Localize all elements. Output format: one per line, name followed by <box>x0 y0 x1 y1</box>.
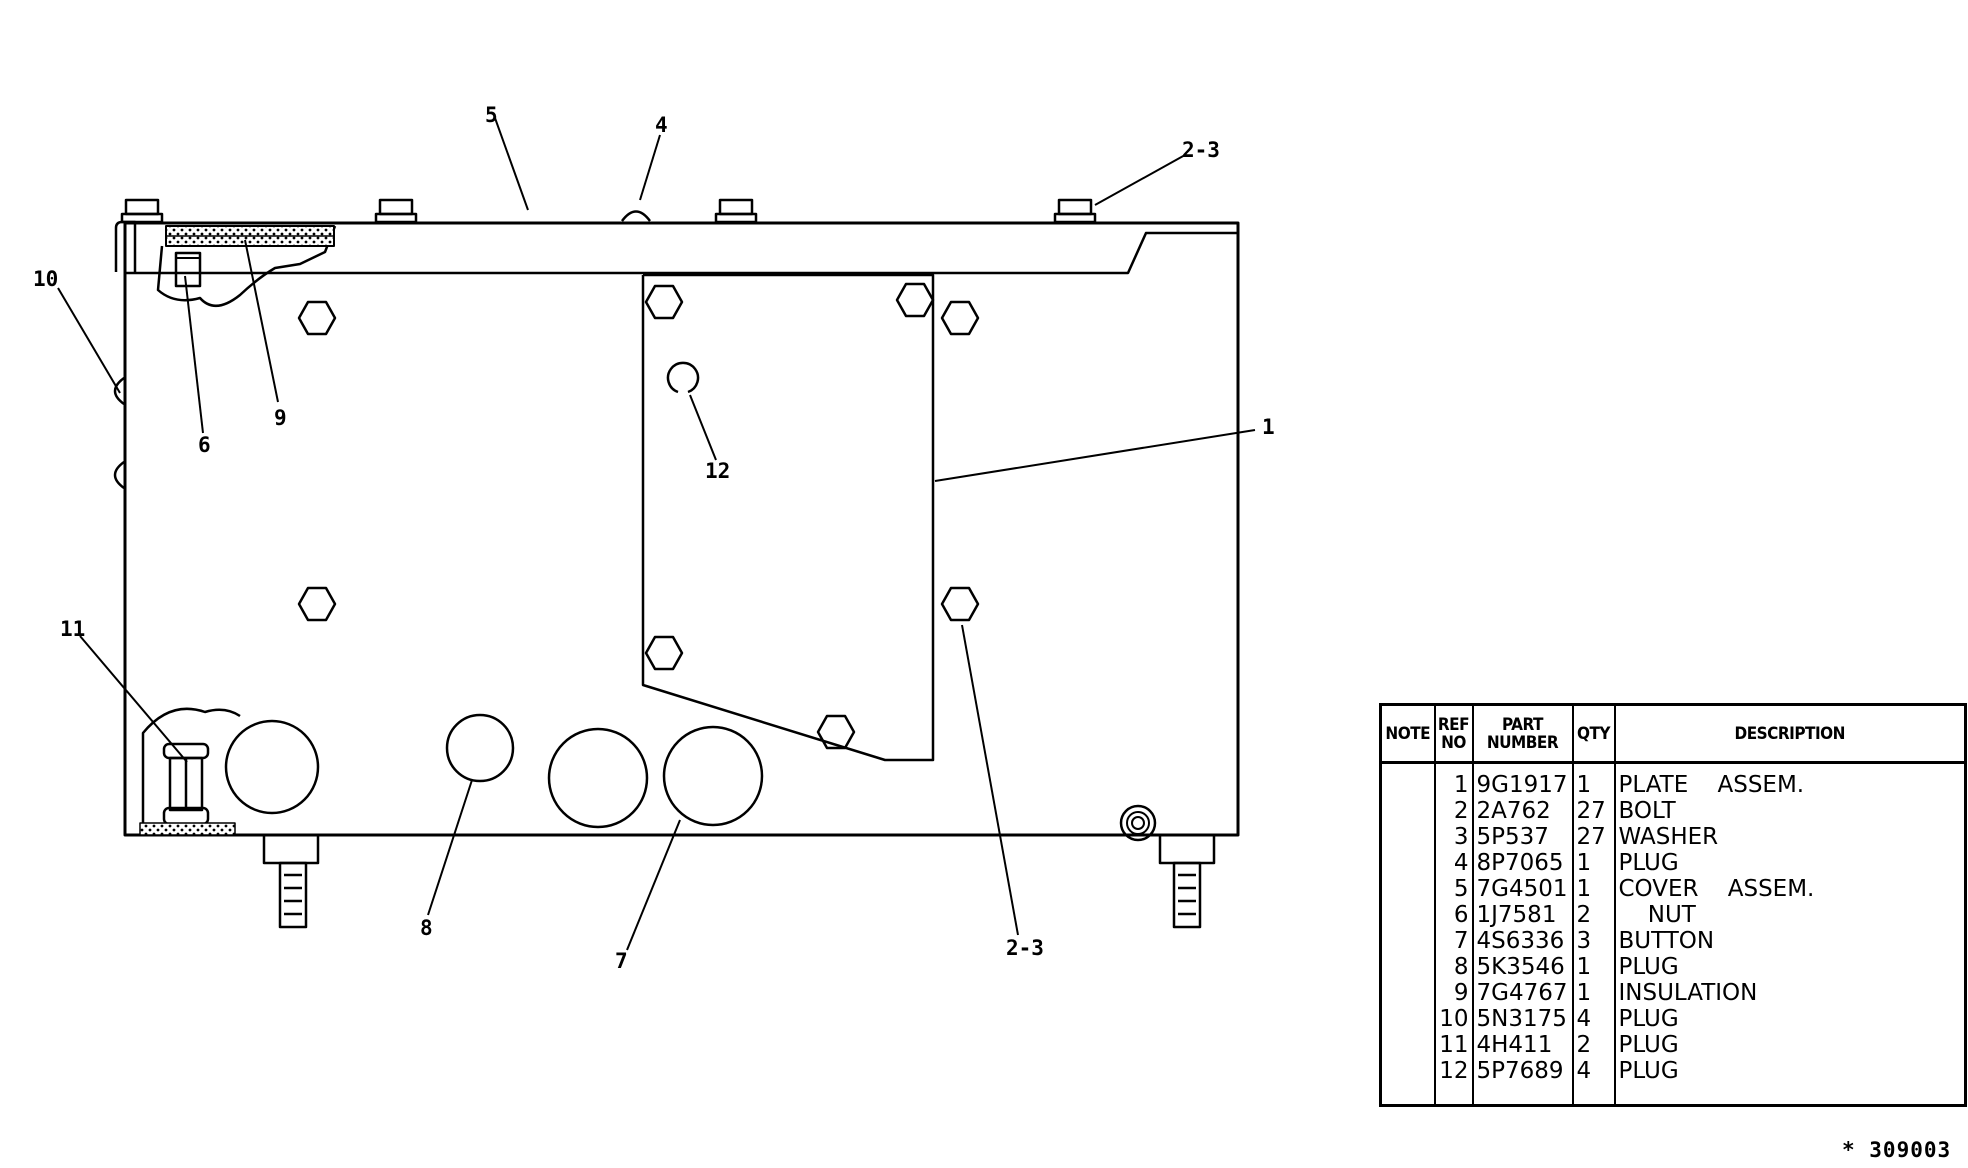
cover-edge <box>125 231 1238 275</box>
bottom-fitting <box>1119 804 1157 842</box>
callout-9: 9 <box>274 406 287 430</box>
button-lower-left <box>224 719 320 815</box>
header-qty: QTY <box>1571 703 1616 764</box>
header-description: DESCRIPTION <box>1613 703 1967 764</box>
plug-4 <box>620 210 652 222</box>
callout-12: 12 <box>705 459 730 483</box>
callout-10: 10 <box>33 267 58 291</box>
qty-column: 1 27 27 1 1 2 3 1 1 4 2 4 <box>1571 762 1616 1106</box>
plate-assembly-1 <box>641 273 935 762</box>
plug-11 <box>162 742 210 826</box>
leader-lines <box>57 117 1256 951</box>
plug-10-a <box>113 376 125 406</box>
part-number-column: 9G1917 2A762 5P537 8P7065 7G4501 1J7581 … <box>1471 762 1574 1106</box>
callout-11: 11 <box>60 617 85 641</box>
nut-6 <box>174 251 202 288</box>
note-column <box>1379 762 1436 1106</box>
plate-body <box>123 221 1240 837</box>
top-bolts <box>120 198 1097 224</box>
plug-12 <box>666 361 700 394</box>
callout-7: 7 <box>615 949 628 973</box>
description-column: PLATE ASSEM. BOLT WASHER PLUG COVER ASSE… <box>1613 762 1967 1106</box>
callout-8: 8 <box>420 916 433 940</box>
parts-table: NOTE REF NO PART NUMBER QTY DESCRIPTION … <box>1379 703 1967 1107</box>
callout-2-3-bottom: 2-3 <box>1006 936 1044 960</box>
callout-1: 1 <box>1262 415 1275 439</box>
parts-table-body: 1 2 3 4 5 6 7 8 9 10 11 12 9G1917 2A762 … <box>1379 762 1967 1106</box>
callout-4: 4 <box>655 113 668 137</box>
parts-table-header: NOTE REF NO PART NUMBER QTY DESCRIPTION <box>1379 703 1967 764</box>
header-ref-no: REF NO <box>1433 703 1474 764</box>
ref-no-column: 1 2 3 4 5 6 7 8 9 10 11 12 <box>1433 762 1474 1106</box>
callout-2-3-top: 2-3 <box>1182 138 1220 162</box>
cutaway-top <box>156 225 337 307</box>
hex-bolts <box>297 282 980 750</box>
header-part-number: PART NUMBER <box>1471 703 1574 764</box>
callout-5: 5 <box>485 103 498 127</box>
studs <box>262 833 1216 929</box>
callout-6: 6 <box>198 433 211 457</box>
header-note: NOTE <box>1379 703 1436 764</box>
plug-8 <box>445 713 515 783</box>
button-7-a <box>547 727 649 829</box>
plug-10-b <box>113 460 125 490</box>
button-7-b <box>662 725 764 827</box>
drawing-number: * 309003 <box>1842 1138 1952 1162</box>
